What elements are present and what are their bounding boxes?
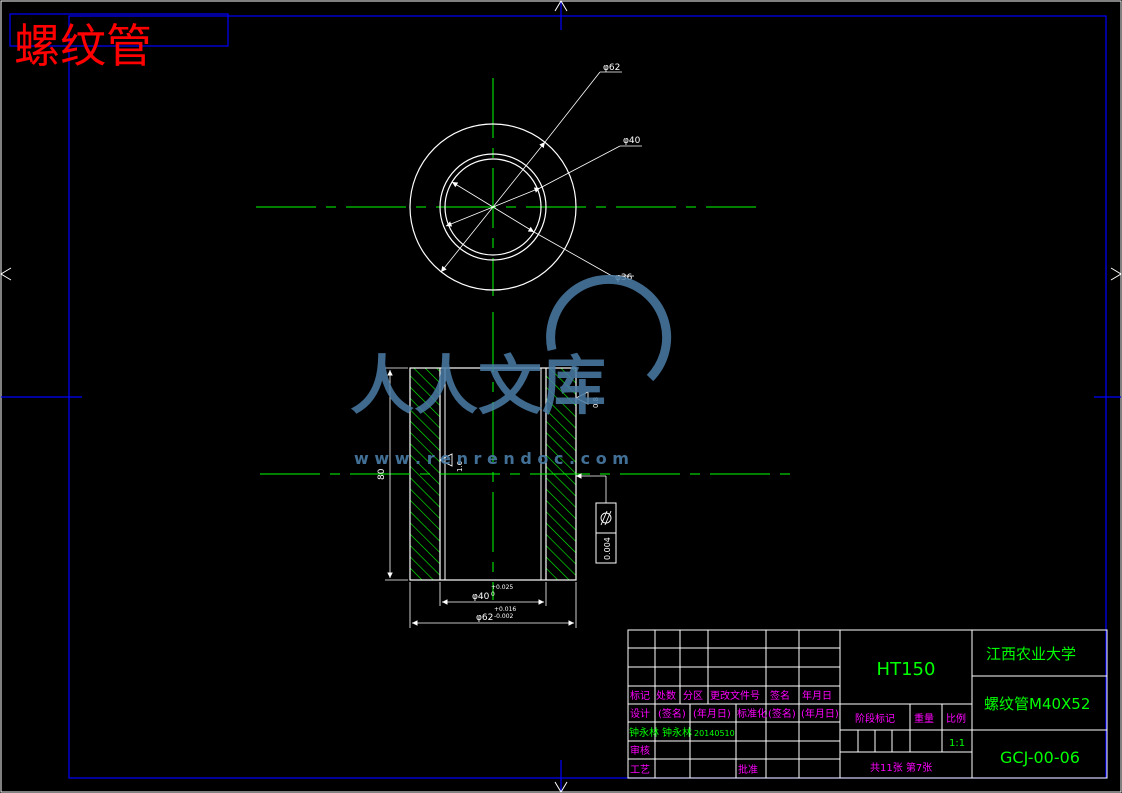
hdr-date: 年月日	[802, 689, 832, 702]
hdr-mark: 标记	[630, 690, 650, 702]
dim-bore-tol-lower: 0	[491, 591, 495, 598]
dim-height: 80	[377, 468, 387, 480]
dim-mid-diameter: φ40	[623, 136, 641, 146]
scale-label: 比例	[946, 712, 966, 725]
design-row: 设计 (签名) (年月日) 标准化 (签名) (年月日)	[630, 707, 839, 720]
process-label: 工艺	[630, 764, 650, 776]
dim-outer-tol-lower: -0.002	[494, 613, 514, 620]
dim-outer-diameter: φ62	[603, 63, 620, 73]
watermark-brand: 人人文库	[350, 350, 606, 424]
hdr-count: 处数	[656, 689, 676, 702]
dim-outer: φ62	[476, 613, 493, 623]
weight-label: 重量	[914, 712, 934, 725]
watermark	[546, 274, 672, 382]
name-row: 钟永林 钟永林 20140510	[629, 726, 735, 739]
standardization-label: 标准化	[737, 707, 767, 720]
hdr-zone: 分区	[683, 690, 703, 702]
standardization-sign: (签名)	[768, 707, 796, 720]
dim-bore: φ40	[472, 592, 490, 602]
drawing-number: GCJ-00-06	[1000, 748, 1080, 767]
designer-name: 钟永林	[629, 726, 659, 739]
section-view	[260, 312, 790, 628]
design-sign: (签名)	[658, 707, 686, 720]
scale-value: 1:1	[949, 738, 965, 749]
part-name: 螺纹管M40X52	[984, 695, 1090, 713]
sheet-count: 共11张 第7张	[870, 761, 932, 774]
dim-bore-tol-upper: +0.025	[491, 584, 513, 591]
standardization-date: (年月日)	[801, 707, 839, 720]
drawing-title: 螺纹管	[14, 19, 152, 73]
review-label: 审核	[630, 744, 650, 757]
designer-name-2: 钟永林	[662, 726, 692, 739]
hdr-sign: 签名	[770, 689, 790, 702]
top-view	[256, 71, 756, 296]
watermark-url: w w w . r e n r e n d o c . c o m	[354, 449, 629, 468]
roughness-left: 1.6	[456, 460, 464, 472]
header-row: 标记 处数 分区 更改文件号 签名 年月日	[630, 689, 832, 702]
hdr-change-doc: 更改文件号	[710, 689, 760, 702]
title-block	[627, 629, 1108, 779]
approve-label: 批准	[738, 763, 758, 776]
dim-outer-tol-upper: +0.016	[494, 606, 516, 613]
design-date-value: 20140510	[694, 729, 735, 738]
roughness-right: 0.8	[592, 397, 600, 408]
design-date: (年月日)	[693, 707, 731, 720]
cylindricity-value: 0.004	[603, 537, 612, 560]
material: HT150	[877, 659, 936, 680]
design-label: 设计	[630, 707, 650, 720]
university: 江西农业大学	[986, 645, 1076, 663]
stage-mark-label: 阶段标记	[855, 712, 895, 725]
